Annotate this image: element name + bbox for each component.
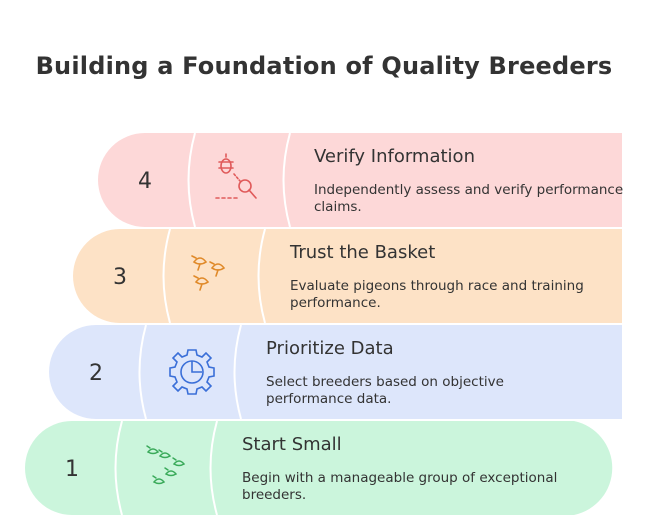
step-2-description: Select breeders based on objective perfo… <box>266 374 504 407</box>
step-4-band <box>98 132 622 228</box>
step-2-title: Prioritize Data <box>266 338 394 359</box>
step-1-description: Begin with a manageable group of excepti… <box>242 470 558 503</box>
step-2-band <box>49 324 622 420</box>
step-3-number: 3 <box>113 265 127 290</box>
gear-chart-icon <box>169 349 215 395</box>
step-3-title: Trust the Basket <box>290 242 436 263</box>
step-3-description: Evaluate pigeons through race and traini… <box>290 278 584 311</box>
small-birds-icon <box>146 445 186 485</box>
search-check-icon <box>215 153 257 199</box>
step-4-description: Independently assess and verify performa… <box>314 182 624 215</box>
step-1-band <box>25 420 613 516</box>
step-4-number: 4 <box>138 169 152 194</box>
birds-icon <box>191 255 226 291</box>
step-4-title: Verify Information <box>314 146 475 167</box>
step-2-number: 2 <box>89 361 103 386</box>
step-3-band <box>73 228 622 324</box>
step-1-title: Start Small <box>242 434 342 455</box>
page-title: Building a Foundation of Quality Breeder… <box>35 52 613 80</box>
step-1-number: 1 <box>65 457 79 482</box>
